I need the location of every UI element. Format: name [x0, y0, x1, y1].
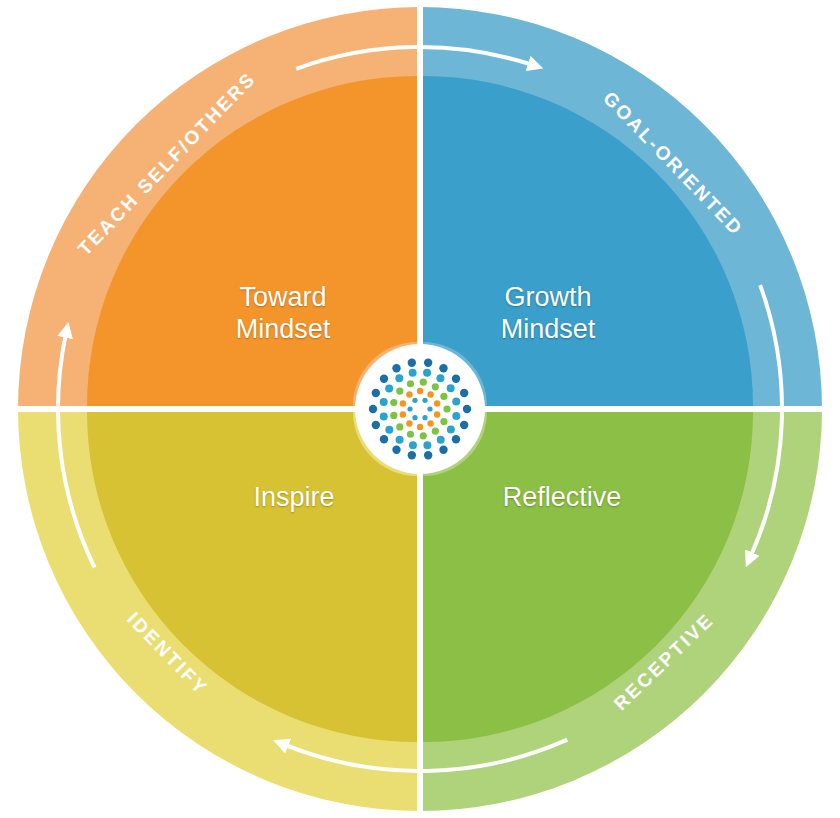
logo-dot [452, 398, 460, 406]
logo-dot [447, 425, 455, 433]
logo-dot [424, 451, 432, 459]
logo-dot [423, 441, 431, 449]
logo-dot [452, 375, 460, 383]
logo-dot [390, 399, 397, 406]
logo-dot [420, 432, 427, 439]
logo-dot [408, 451, 416, 459]
logo-dot [452, 435, 460, 443]
logo-dot [463, 405, 471, 413]
ring-segment [420, 7, 822, 409]
logo-dot [440, 418, 447, 425]
logo-dot [400, 400, 406, 406]
ring-segment [18, 7, 420, 409]
logo-dot [460, 389, 468, 397]
quadrant-fill [423, 76, 753, 406]
quadrant-title: Reflective [503, 481, 622, 513]
logo-dot [407, 406, 412, 411]
logo-dot [406, 420, 412, 426]
logo-dot [390, 412, 397, 419]
logo-dot [417, 388, 423, 394]
logo-dot [440, 393, 447, 400]
logo-dot [452, 412, 460, 420]
logo-dot [434, 400, 440, 406]
logo-dot [427, 420, 433, 426]
quadrant-title: Inspire [253, 481, 334, 513]
logo-dot [369, 405, 377, 413]
quadrant-segment: Reflective [423, 412, 753, 742]
logo-dot [427, 406, 432, 411]
quadrant-title: Growth Mindset [501, 281, 596, 346]
logo-dot [443, 405, 450, 412]
logo-dot [380, 435, 388, 443]
cycle-arrow [284, 740, 567, 771]
logo-dot [417, 424, 423, 430]
logo-dot [412, 415, 417, 420]
logo-dot [396, 436, 404, 444]
center-disc [355, 344, 485, 474]
logo-dot [392, 364, 400, 372]
logo-dot [380, 398, 388, 406]
logo-dot [396, 388, 403, 395]
logo-dot [424, 359, 432, 367]
quadrant-title: Toward Mindset [236, 281, 331, 346]
quadrant-segment: Toward Mindset [87, 76, 417, 406]
quadrant-segment: Inspire [87, 412, 417, 742]
quadrant-fill [87, 412, 417, 742]
logo-dot [392, 446, 400, 454]
logo-dot [422, 398, 427, 403]
logo-dot [420, 379, 427, 386]
logo-dot [427, 391, 433, 397]
logo-dot [385, 426, 393, 434]
logo-dot [409, 369, 417, 377]
logo-dot [407, 431, 414, 438]
logo-dot [396, 423, 403, 430]
logo-dot [407, 380, 414, 387]
quadrant-shape [423, 76, 753, 406]
logo-dot [409, 441, 417, 449]
logo-dot [400, 411, 406, 417]
logo-dot [408, 359, 416, 367]
logo-dot [432, 428, 439, 435]
quadrant-shape [87, 412, 417, 742]
logo-dot [412, 398, 417, 403]
logo-dot [385, 385, 393, 393]
logo-dot [439, 446, 447, 454]
logo-dot [422, 415, 427, 420]
logo-dot [436, 374, 444, 382]
logo-dot [437, 436, 445, 444]
logo-dot [447, 384, 455, 392]
ring-segment [18, 409, 420, 811]
cycle-arrow [296, 47, 532, 69]
logo-dot [434, 411, 440, 417]
logo-dot [406, 391, 412, 397]
quadrant-shape [423, 412, 753, 742]
logo-dot [395, 374, 403, 382]
logo-dot [423, 369, 431, 377]
cycle-arrow [751, 285, 782, 556]
logo-dot [380, 375, 388, 383]
logo-dot [432, 383, 439, 390]
quadrant-fill [87, 76, 417, 406]
logo-dot [372, 389, 380, 397]
quadrant-shape [87, 76, 417, 406]
logo-dot [372, 421, 380, 429]
logo-dot [439, 364, 447, 372]
quadrant-segment: Growth Mindset [423, 76, 753, 406]
logo-dot [380, 412, 388, 420]
logo-dot [460, 421, 468, 429]
quadrant-fill [423, 412, 753, 742]
ring-segment [420, 409, 822, 811]
